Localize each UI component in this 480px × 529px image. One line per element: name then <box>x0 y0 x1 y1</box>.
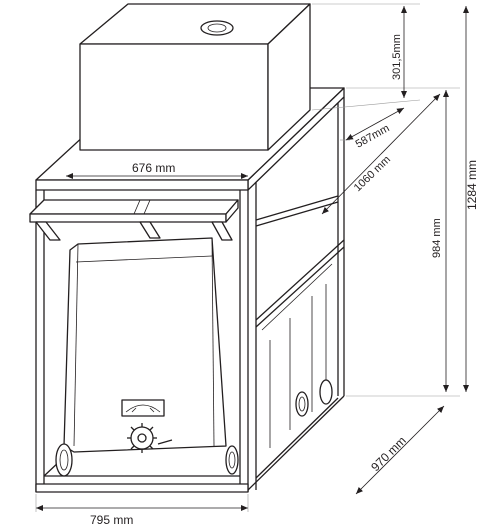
pedal-cog-icon <box>127 423 157 453</box>
label-frame-height: 984 mm <box>431 218 443 258</box>
waste-bin <box>63 237 227 453</box>
label-base-depth: 970 mm <box>368 434 409 475</box>
wheel-rear-right <box>319 379 333 405</box>
dimension-lines <box>35 3 469 512</box>
label-top-box-depth: 587mm <box>354 122 392 150</box>
bin-body <box>63 237 227 453</box>
top-box <box>79 3 311 151</box>
wheel-front-right <box>225 445 239 475</box>
bin-handle <box>121 399 165 417</box>
top-box-opening <box>200 20 234 36</box>
tray-front-edge <box>35 179 249 191</box>
label-top-box-height: 301,5mm <box>391 34 403 80</box>
wheels <box>55 379 333 477</box>
label-frame-depth: 1060 mm <box>352 154 393 194</box>
base-front-rail <box>35 483 249 493</box>
label-base-width: 795 mm <box>90 513 133 527</box>
label-top-box-width: 676 mm <box>132 161 175 175</box>
top-box-front <box>79 43 269 151</box>
label-overall-height: 1284 mm <box>465 160 479 210</box>
top-box-side <box>267 3 311 151</box>
bag-hanger-frame <box>29 199 239 215</box>
wheel-front-left <box>55 443 73 477</box>
wheel-rear-left <box>295 391 309 417</box>
